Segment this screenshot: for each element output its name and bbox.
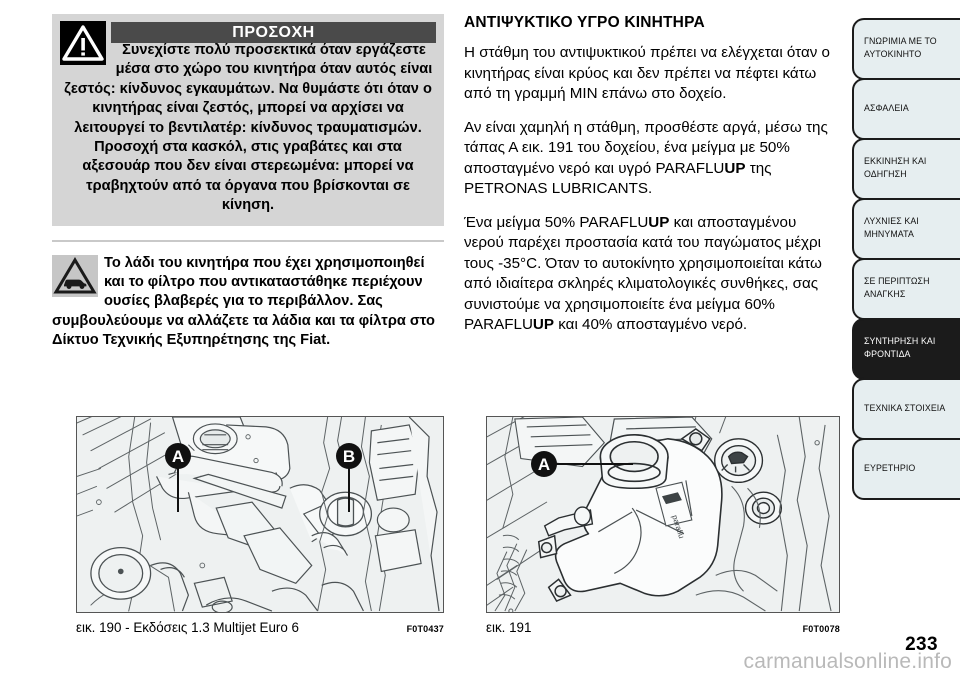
figure-191: paraflu: [486, 416, 840, 635]
warning-body: Συνεχίστε πολύ προσεκτικά όταν εργάζεστε…: [60, 41, 436, 216]
environment-note-text: Το λάδι του κινητήρα που έχει χρησιμοποι…: [52, 254, 435, 349]
figure-190-leader-a: [177, 464, 179, 512]
tab-label: ΛΥΧΝΙΕΣ ΚΑΙ ΜΗΝΥΜΑΤΑ: [864, 216, 919, 240]
tab-label: ΕΚΚΙΝΗΣΗ ΚΑΙ ΟΔΗΓΗΣΗ: [864, 156, 927, 180]
figure-190-callout-b: B: [336, 443, 362, 469]
figure-191-caption-code: F0T0078: [802, 624, 840, 634]
figure-191-image: paraflu: [486, 416, 840, 613]
figure-190-caption-text: εικ. 190 - Εκδόσεις 1.3 Multijet Euro 6: [76, 620, 299, 635]
tab-starting-and-driving[interactable]: ΕΚΚΙΝΗΣΗ ΚΑΙ ΟΔΗΓΗΣΗ: [852, 138, 960, 200]
tab-getting-to-know-the-car[interactable]: ΓΝΩΡΙΜΙΑ ΜΕ ΤΟ ΑΥΤΟΚΙΝΗΤΟ: [852, 18, 960, 80]
figure-190-caption: εικ. 190 - Εκδόσεις 1.3 Multijet Euro 6 …: [76, 620, 444, 635]
article-paragraph-1: Η στάθμη του αντιψυκτικού πρέπει να ελέγ…: [464, 43, 840, 105]
tab-label: ΕΥΡΕΤΗΡΙΟ: [864, 462, 916, 474]
paragraph-3-text-a: Ένα μείγμα 50% PARAFLU: [464, 213, 649, 231]
figure-191-callout-a: A: [531, 451, 557, 477]
tab-label: ΣΥΝΤΗΡΗΣΗ ΚΑΙ ΦΡΟΝΤΙΔΑ: [864, 336, 936, 360]
tab-maintenance-and-care[interactable]: ΣΥΝΤΗΡΗΣΗ ΚΑΙ ΦΡΟΝΤΙΔΑ: [852, 318, 960, 380]
article-paragraph-3: Ένα μείγμα 50% PARAFLUUP και αποσταγμένο…: [464, 213, 840, 336]
tab-lights-and-messages[interactable]: ΛΥΧΝΙΕΣ ΚΑΙ ΜΗΝΥΜΑΤΑ: [852, 198, 960, 260]
figure-190-caption-code: F0T0437: [406, 624, 444, 634]
paragraph-2-bold-up: UP: [724, 159, 746, 177]
tab-label: ΑΣΦΑΛΕΙΑ: [864, 102, 909, 114]
section-tabs: ΓΝΩΡΙΜΙΑ ΜΕ ΤΟ ΑΥΤΟΚΙΝΗΤΟ ΑΣΦΑΛΕΙΑ ΕΚΚΙΝ…: [852, 18, 960, 500]
figure-191-caption-text: εικ. 191: [486, 620, 532, 635]
warning-text-inset: [60, 41, 112, 67]
tab-safety[interactable]: ΑΣΦΑΛΕΙΑ: [852, 78, 960, 140]
environment-car-triangle-icon: [52, 254, 98, 297]
paragraph-1-text: Η στάθμη του αντιψυκτικού πρέπει να ελέγ…: [464, 44, 830, 102]
figure-190-image: A B: [76, 416, 444, 613]
figure-190-callout-a: A: [165, 443, 191, 469]
figure-191-caption: εικ. 191 F0T0078: [486, 620, 840, 635]
warning-title: ΠΡΟΣΟΧΗ: [111, 22, 436, 43]
paragraph-3-text-b: και αποσταγμένου νερού παρέχει προστασία…: [464, 213, 822, 334]
figure-190: A B εικ. 190 - Εκδόσεις 1.3 Multijet Eur…: [76, 416, 444, 635]
article-paragraph-2: Αν είναι χαμηλή η στάθμη, προσθέστε αργά…: [464, 118, 840, 200]
warning-triangle-icon: [60, 21, 106, 65]
figure-190-leader-b: [348, 464, 350, 512]
tab-label: ΤΕΧΝΙΚΑ ΣΤΟΙΧΕΙΑ: [864, 402, 946, 414]
page-number: 233: [905, 634, 938, 655]
paragraph-2-text-a: Αν είναι χαμηλή η στάθμη, προσθέστε αργά…: [464, 118, 828, 177]
tab-technical-specifications[interactable]: ΤΕΧΝΙΚΑ ΣΤΟΙΧΕΙΑ: [852, 378, 960, 440]
tab-label: ΓΝΩΡΙΜΙΑ ΜΕ ΤΟ ΑΥΤΟΚΙΝΗΤΟ: [864, 36, 937, 60]
tab-in-an-emergency[interactable]: ΣΕ ΠΕΡΙΠΤΩΣΗ ΑΝΑΓΚΗΣ: [852, 258, 960, 320]
warning-text: Συνεχίστε πολύ προσεκτικά όταν εργάζεστε…: [64, 42, 433, 214]
section-divider: [52, 239, 444, 242]
right-column: ΑΝΤΙΨΥΚΤΙΚΟ ΥΓΡΟ ΚΙΝΗΤΗΡΑ Η στάθμη του α…: [464, 14, 840, 336]
article-title: ΑΝΤΙΨΥΚΤΙΚΟ ΥΓΡΟ ΚΙΝΗΤΗΡΑ: [464, 14, 705, 31]
environment-note: Το λάδι του κινητήρα που έχει χρησιμοποι…: [52, 254, 444, 351]
paragraph-3-bold-up-2: UP: [532, 316, 555, 333]
paragraph-3-bold-up-1: UP: [648, 213, 670, 231]
warning-callout: ΠΡΟΣΟΧΗ Συνεχίστε πολύ προσεκτικά όταν ε…: [52, 14, 444, 226]
paragraph-2-text-b: της PETRONAS LUBRICANTS.: [464, 159, 772, 198]
paragraph-3-text-c: και 40% αποσταγμένο νερό.: [554, 316, 748, 333]
tab-index[interactable]: ΕΥΡΕΤΗΡΙΟ: [852, 438, 960, 500]
figure-191-leader-a: [555, 463, 633, 465]
tab-label: ΣΕ ΠΕΡΙΠΤΩΣΗ ΑΝΑΓΚΗΣ: [864, 276, 930, 300]
left-column: ΠΡΟΣΟΧΗ Συνεχίστε πολύ προσεκτικά όταν ε…: [52, 14, 444, 351]
watermark: carmanualsonline.info: [743, 650, 952, 673]
warning-header: ΠΡΟΣΟΧΗ: [60, 21, 436, 65]
